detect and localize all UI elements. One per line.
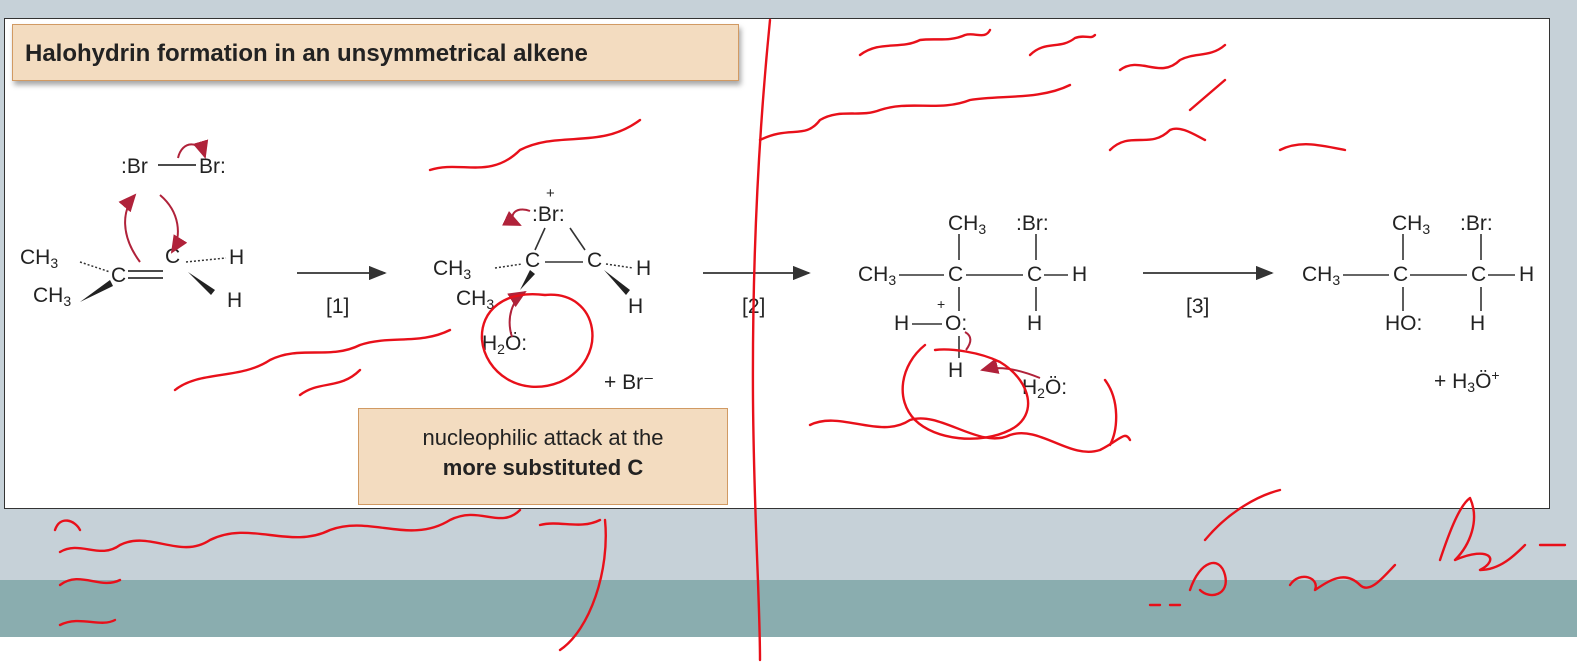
hydronium-ion: + H3Ö+ [1434,367,1500,395]
curly-arrow-br-br [177,139,209,159]
bromonium-hash-left [494,263,523,269]
bromonium-h-bottom: H [628,295,644,318]
bromonium-wedge-right [604,270,630,295]
product-c-right: C [1471,263,1487,286]
product-br: :Br: [1460,212,1493,235]
step-1-label: [1] [326,295,350,318]
note-box: nucleophilic attack at the more substitu… [358,408,728,505]
curly-arrow-bromonium [502,208,531,226]
alkene-ch3-bottom: CH3 [33,284,72,309]
alkene-hash-right [185,257,227,263]
note-line-2: more substituted C [442,455,644,480]
bromonium-hash-right [605,263,634,269]
bromonium-plus: + [546,185,555,202]
curly-arrow-oh-bond [964,331,972,351]
alkene-ch3-top: CH3 [20,246,59,271]
bromonium-c-right: C [587,249,603,272]
product-c-left: C [1393,263,1409,286]
oxonium-h-bottom-right: H [1027,312,1043,335]
alkene-h-top: H [229,246,245,269]
curly-arrow-pi-to-br [118,193,141,263]
bromonium-c-left: C [525,249,541,272]
curly-arrow-deprotonation [980,358,1041,379]
step-3-label: [3] [1186,295,1210,318]
br-left: :Br [121,155,148,178]
alkene-c-left: C [111,264,127,287]
bromonium-ring-right [569,227,586,251]
product-ho: HO: [1385,312,1423,335]
oxonium-h-right: H [1072,263,1088,286]
oxonium-plus: + [937,296,946,312]
bromonium-br: :Br: [532,203,565,226]
oxonium-ch3-left: CH3 [858,263,897,288]
bromonium-wedge-left [520,270,535,290]
alkene-h-bottom: H [227,289,243,312]
oxonium-o: O: [945,312,968,335]
oxonium-br: :Br: [1016,212,1049,235]
alkene-hash-left [79,261,111,273]
product-ch3-left: CH3 [1302,263,1341,288]
oxonium-h-o: H [894,312,910,335]
bromide-ion: + Br⁻ [604,371,655,394]
oxonium-ch3-top: CH3 [948,212,987,237]
bromonium-ch3-top: CH3 [433,257,472,282]
alkene-wedge-left [80,280,113,302]
br-right: Br: [199,155,226,178]
curly-arrow-water-attack [507,290,527,338]
product-ch3-top: CH3 [1392,212,1431,237]
curly-arrow-br-to-c [159,194,188,254]
product-h-right: H [1519,263,1535,286]
oxonium-c-right: C [1027,263,1043,286]
oxonium-c-left: C [948,263,964,286]
bottom-band [0,637,1577,662]
alkene-wedge-right [188,272,215,295]
product-h-bottom: H [1470,312,1486,335]
title-box: Halohydrin formation in an unsymmetrical… [12,24,739,81]
bromonium-ring-left [534,227,546,251]
note-line-1: nucleophilic attack at the [422,425,664,450]
bromonium-h-top: H [636,257,652,280]
title: Halohydrin formation in an unsymmetrical… [25,40,588,67]
